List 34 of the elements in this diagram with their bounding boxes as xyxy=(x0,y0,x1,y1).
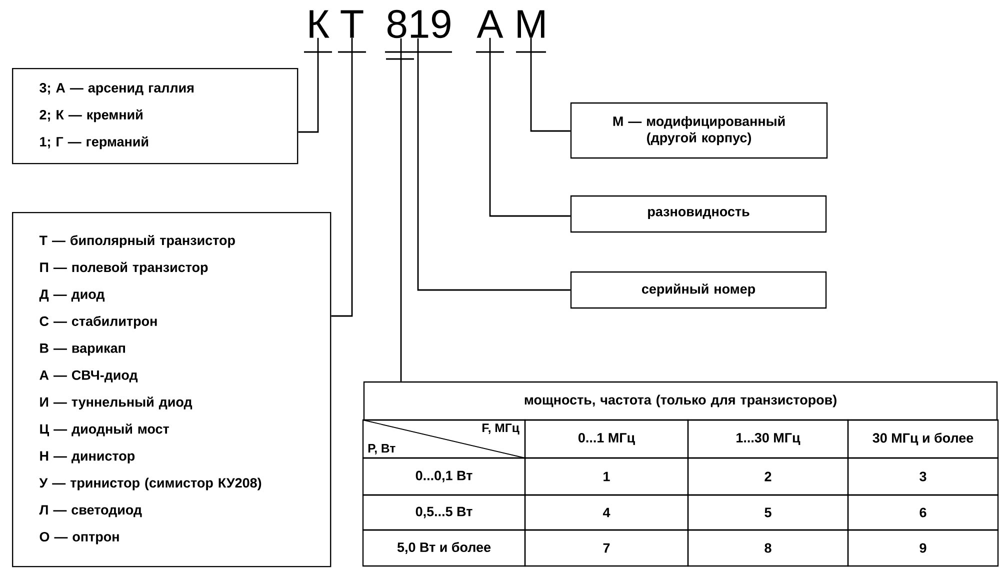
connector-line xyxy=(489,38,570,217)
table-cell: 2 xyxy=(687,457,849,496)
label: Р, Вт xyxy=(368,444,396,454)
connector-line xyxy=(298,38,319,133)
table-cell: 1 xyxy=(524,457,689,496)
connector-line xyxy=(400,38,402,382)
table-cell: 7 xyxy=(524,529,689,567)
connector-line xyxy=(530,38,570,132)
table-cell: 0...0,1 Вт xyxy=(362,457,526,496)
table-cell: 0...1 МГц xyxy=(524,419,689,459)
label-box: Т — биполярный транзистор П — полевой транзистор Д — диод С — стабилитрон В — варикап А — СВЧ-диод И — туннельный диод Ц — диодный мост Н — динистор У — тринистор (симистор КУ208) Л — светодиод О — оптрон xyxy=(12,212,332,568)
designation-letter: 819 xyxy=(388,10,450,38)
table-cell: 5 xyxy=(687,494,849,531)
label-box: М — модифицированный (другой корпус) xyxy=(570,102,828,159)
table-cell: 30 МГц и более xyxy=(847,419,999,459)
label-box: серийный номер xyxy=(570,271,827,309)
table-cell: 0,5...5 Вт xyxy=(362,494,526,531)
label-box: разновидность xyxy=(570,195,827,233)
table-cell: 6 xyxy=(847,494,999,531)
connector-line xyxy=(417,38,570,291)
table-cell: 9 xyxy=(847,529,999,567)
designation-letter: К xyxy=(310,10,330,38)
designation-letter: М xyxy=(518,10,544,38)
table-cell: 8 xyxy=(687,529,849,567)
table-cell: 3 xyxy=(847,457,999,496)
table-cell: 5,0 Вт и более xyxy=(362,529,526,567)
table-header-cell: мощность, частота (только для транзисторов) xyxy=(363,381,998,421)
label-box: 3; А — арсенид галлия 2; К — кремний 1; Г — германий xyxy=(12,68,298,164)
designation-letter: Т xyxy=(340,10,364,38)
table-cell: 1...30 МГц xyxy=(687,419,849,459)
table-cell: 4 xyxy=(524,494,689,531)
connector-line xyxy=(331,38,353,317)
designation-letter: А xyxy=(476,10,504,38)
diagonal-header-cell: F, МГц Р, Вт xyxy=(362,419,526,459)
